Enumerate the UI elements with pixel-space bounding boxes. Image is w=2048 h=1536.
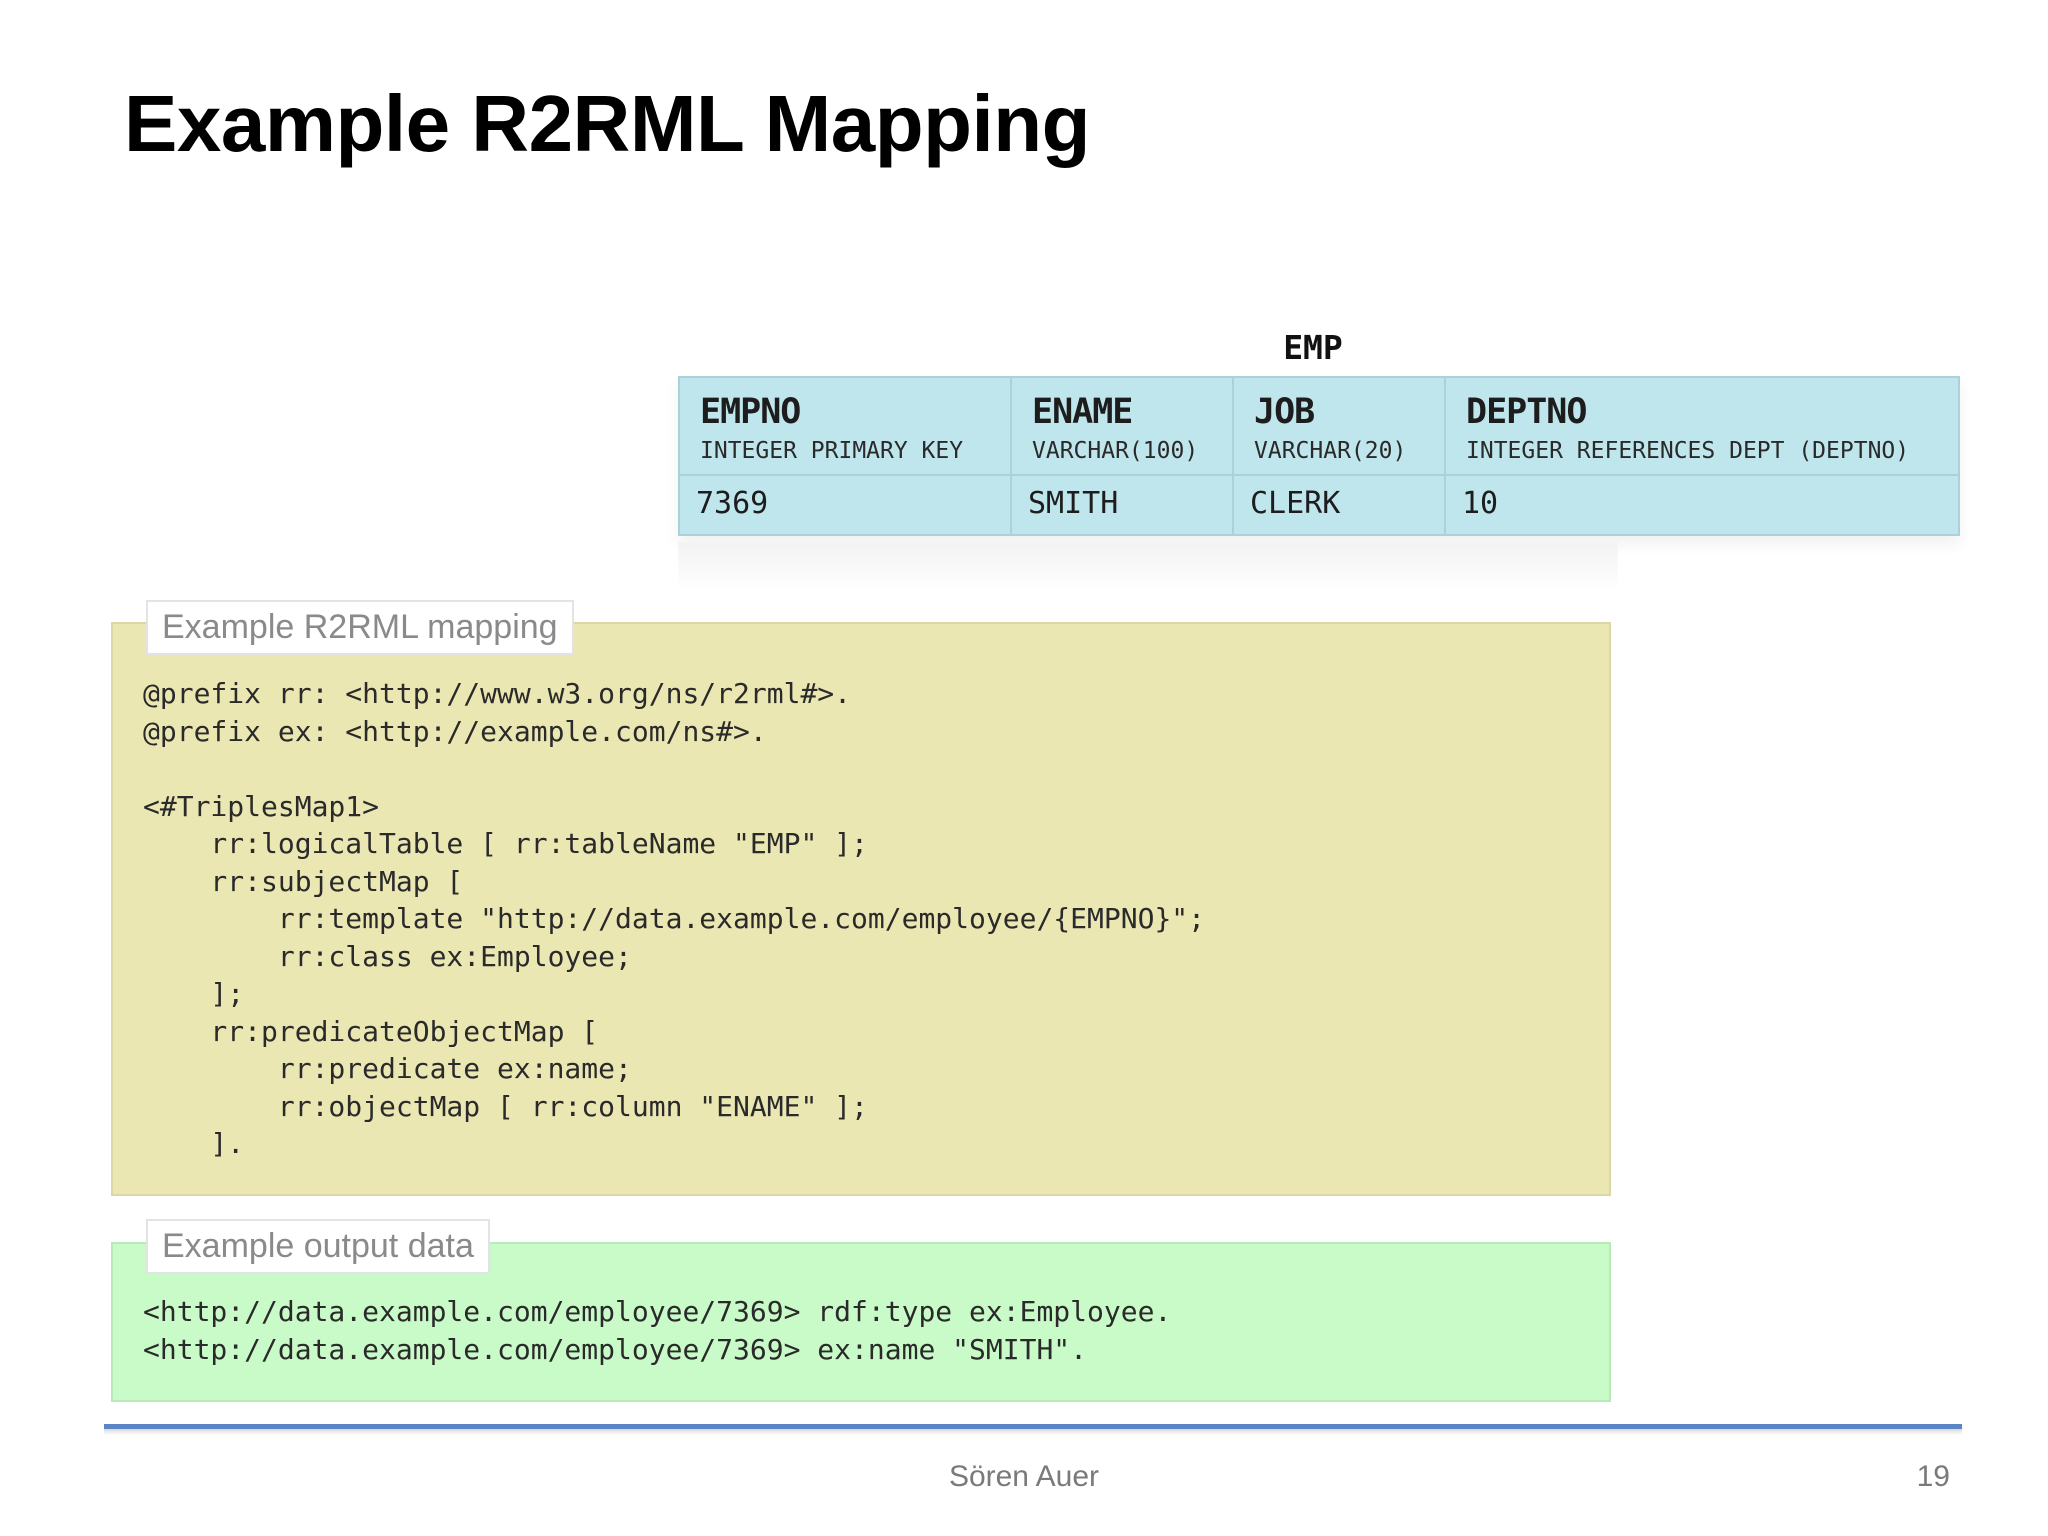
column-name: ENAME bbox=[1032, 392, 1133, 432]
table-cell: 7369 bbox=[678, 474, 1012, 536]
column-type: VARCHAR(100) bbox=[1032, 438, 1199, 464]
table-cell: 10 bbox=[1444, 474, 1960, 536]
column-name: EMPNO bbox=[700, 392, 801, 432]
column-type: VARCHAR(20) bbox=[1254, 438, 1407, 464]
table-header-cell: JOB VARCHAR(20) bbox=[1232, 376, 1446, 476]
slide-title: Example R2RML Mapping bbox=[124, 79, 1090, 168]
output-box-label: Example output data bbox=[146, 1219, 490, 1274]
table-header-cell: ENAME VARCHAR(100) bbox=[1010, 376, 1234, 476]
table-header-cell: DEPTNO INTEGER REFERENCES DEPT (DEPTNO) bbox=[1444, 376, 1960, 476]
column-type: INTEGER REFERENCES DEPT (DEPTNO) bbox=[1466, 438, 1910, 464]
emp-table: EMPNO INTEGER PRIMARY KEY ENAME VARCHAR(… bbox=[678, 376, 1960, 536]
mapping-box-label: Example R2RML mapping bbox=[146, 600, 574, 655]
column-name: JOB bbox=[1254, 392, 1315, 432]
footer-author: Sören Auer bbox=[948, 1460, 1100, 1493]
mapping-code: @prefix rr: <http://www.w3.org/ns/r2rml#… bbox=[143, 677, 1206, 1160]
table-cell: CLERK bbox=[1232, 474, 1446, 536]
table-cell: SMITH bbox=[1010, 474, 1234, 536]
table-caption: EMP bbox=[1283, 328, 1343, 367]
footer-divider bbox=[104, 1424, 1962, 1429]
table-header-cell: EMPNO INTEGER PRIMARY KEY bbox=[678, 376, 1012, 476]
column-name: DEPTNO bbox=[1466, 392, 1587, 432]
column-type: INTEGER PRIMARY KEY bbox=[700, 438, 964, 464]
footer-divider-shadow bbox=[104, 1429, 1962, 1435]
table-header-row: EMPNO INTEGER PRIMARY KEY ENAME VARCHAR(… bbox=[678, 376, 1960, 476]
page-number: 19 bbox=[1916, 1460, 1950, 1493]
table-shadow bbox=[678, 542, 1618, 592]
mapping-box bbox=[111, 622, 1611, 1196]
table-row: 7369 SMITH CLERK 10 bbox=[678, 474, 1960, 536]
output-code: <http://data.example.com/employee/7369> … bbox=[143, 1295, 1172, 1366]
